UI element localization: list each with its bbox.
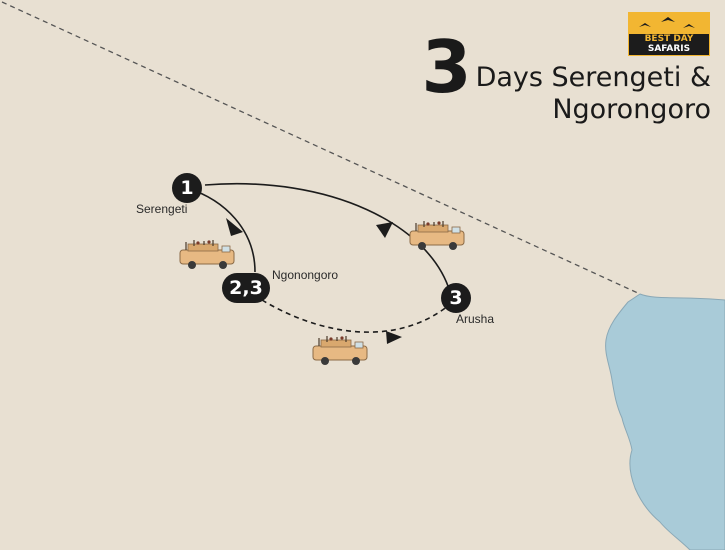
stop-label-ngorongoro: Ngonongoro bbox=[272, 268, 339, 282]
route-arusha-serengeti bbox=[204, 183, 451, 293]
stop-marker-2-3[interactable]: 2,3 bbox=[222, 273, 270, 303]
logo-band bbox=[629, 13, 709, 34]
stop-marker-3[interactable]: 3 bbox=[441, 283, 471, 313]
coastline-water bbox=[605, 293, 725, 550]
logo-text-line1: BEST DAY bbox=[644, 34, 694, 44]
route-arrow-icon bbox=[226, 218, 243, 236]
safari-vehicle-icon bbox=[312, 335, 368, 366]
stop-label-arusha: Arusha bbox=[456, 312, 495, 326]
stop-label-serengeti: Serengeti bbox=[136, 202, 188, 216]
route-ngorongoro-arusha bbox=[261, 299, 456, 333]
route-arrow-icon bbox=[386, 331, 402, 344]
title-line-1: Days Serengeti & bbox=[475, 62, 711, 93]
logo-text-line2: SAFARIS bbox=[647, 44, 691, 54]
safari-vehicle-icon bbox=[179, 239, 235, 270]
brand-logo: BEST DAY SAFARIS bbox=[628, 12, 710, 56]
title-line-2: Ngorongoro bbox=[552, 94, 711, 125]
stop-marker-1[interactable]: 1 bbox=[172, 173, 202, 203]
bird-icon bbox=[639, 17, 695, 28]
title-number: 3 bbox=[421, 25, 472, 109]
safari-vehicle-icon bbox=[409, 220, 465, 251]
route-arrow-icon bbox=[376, 222, 393, 238]
